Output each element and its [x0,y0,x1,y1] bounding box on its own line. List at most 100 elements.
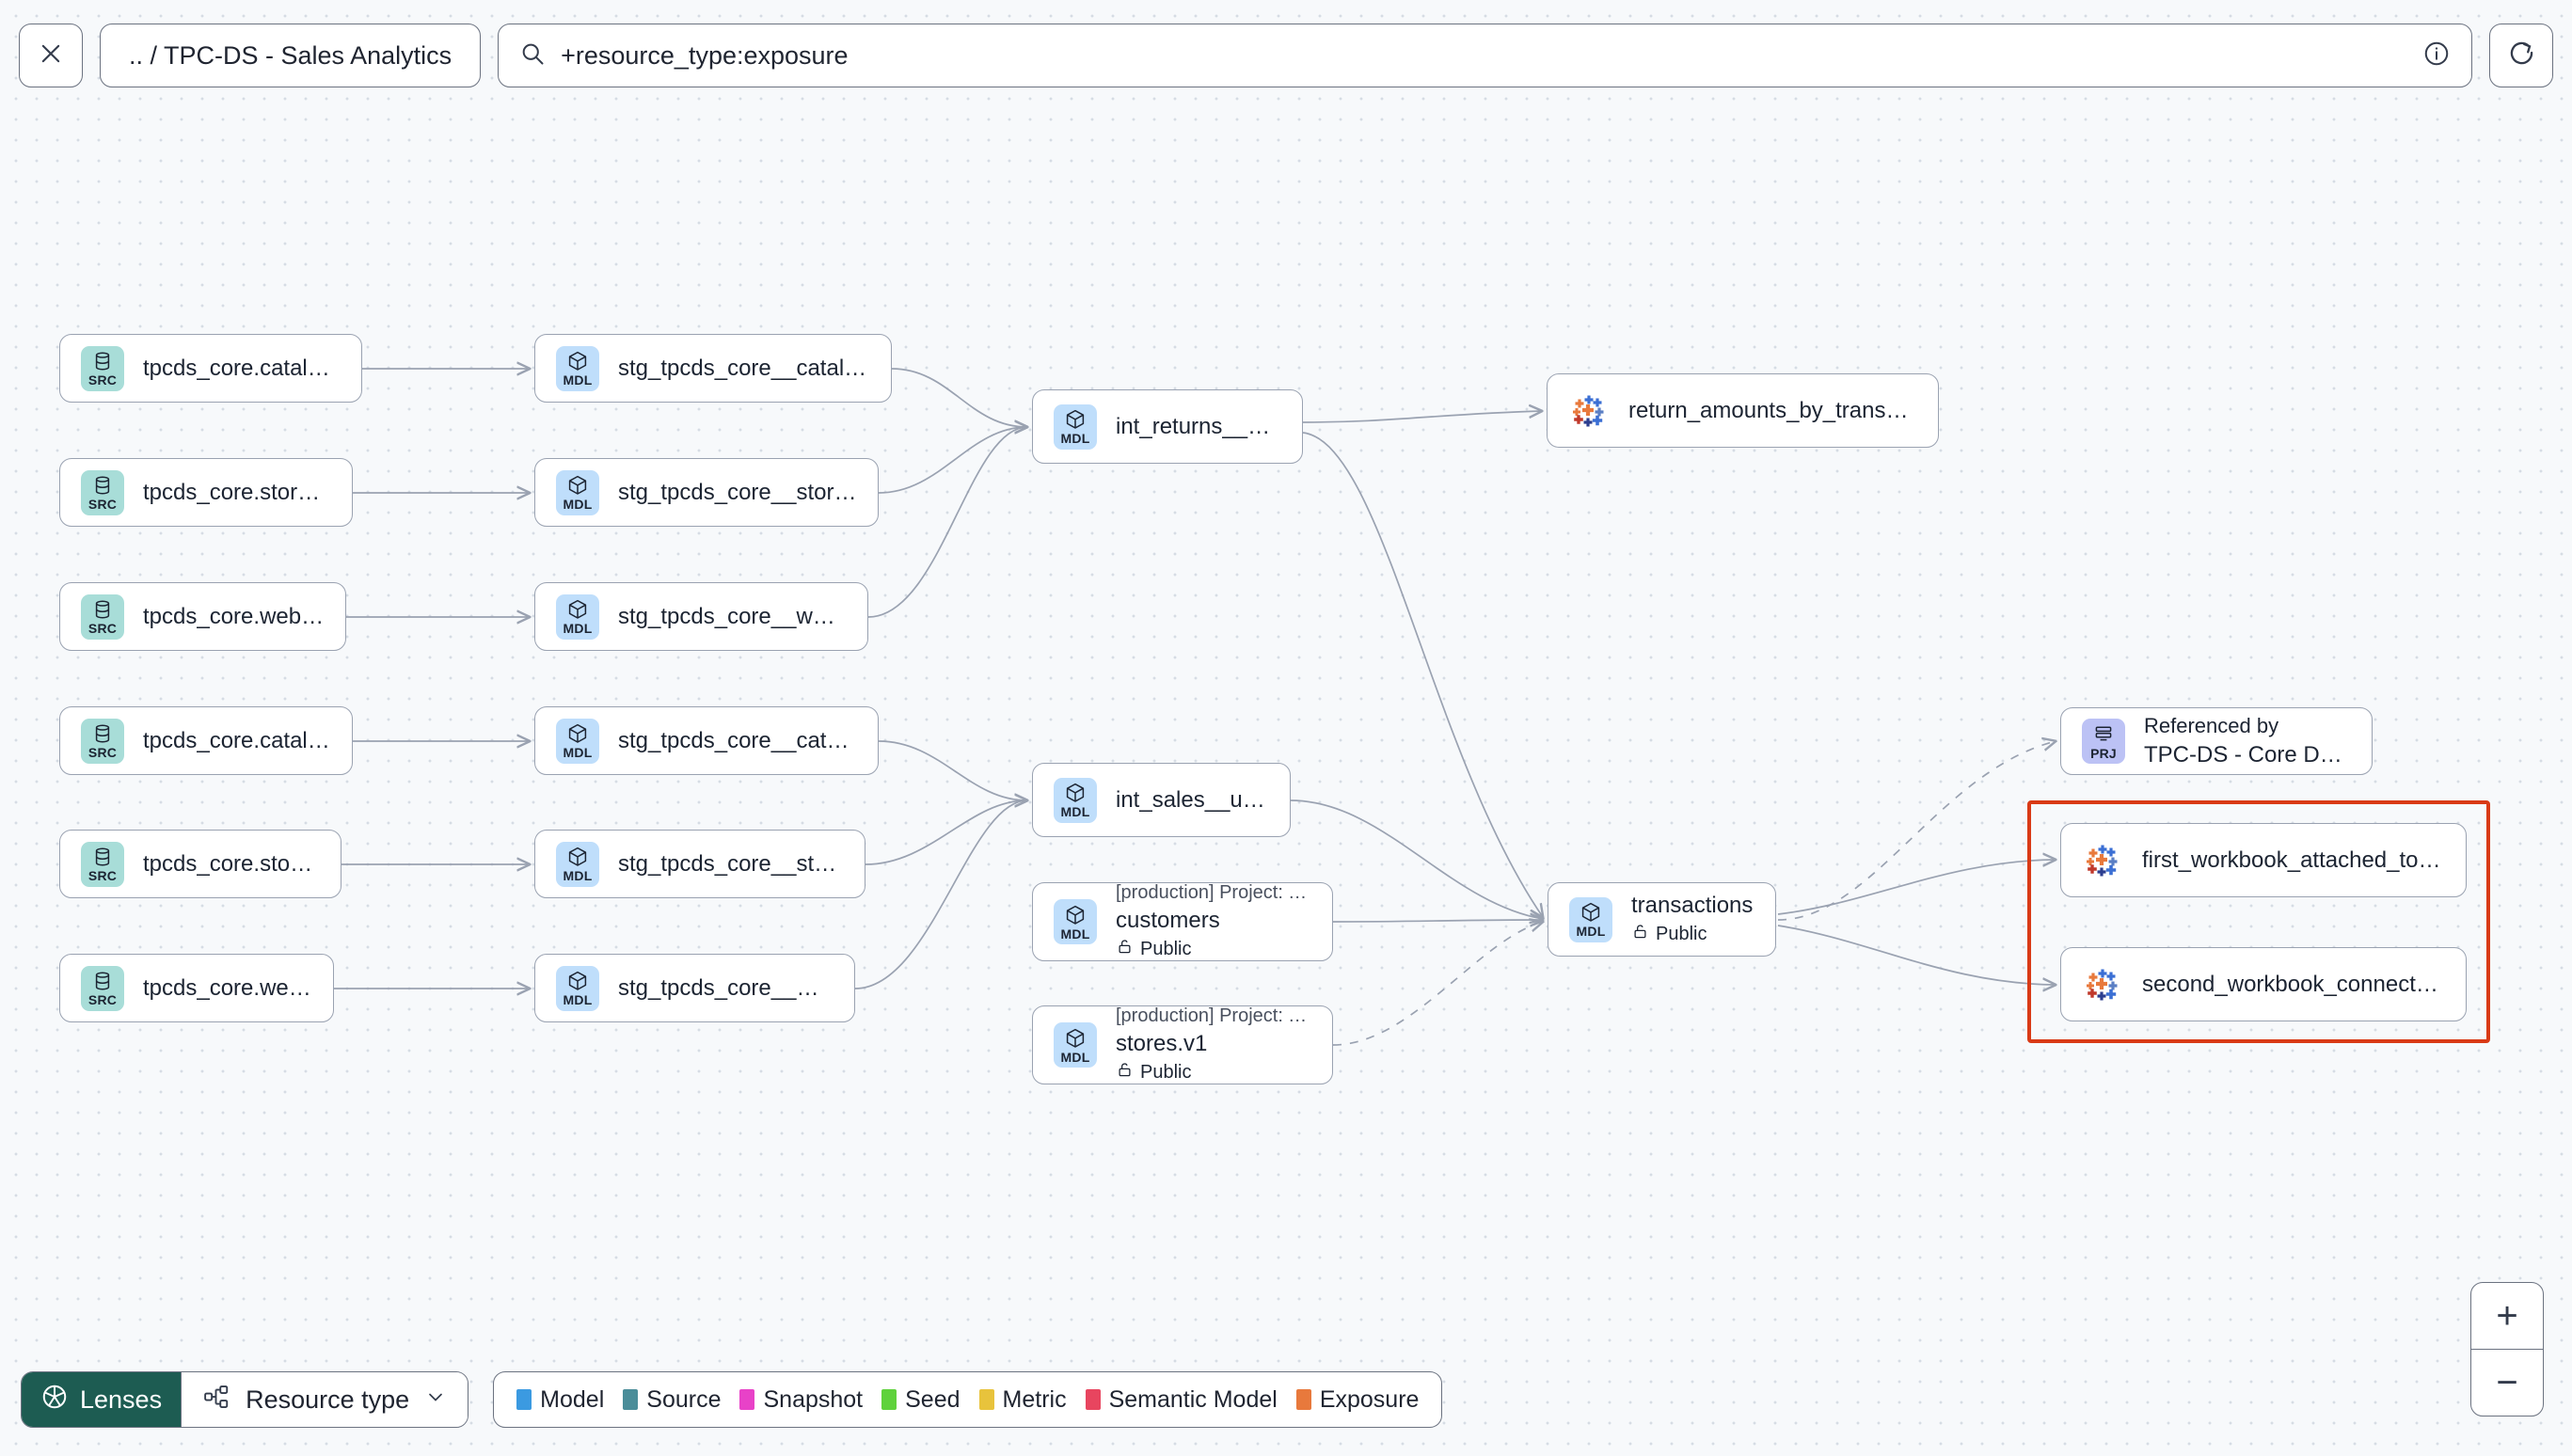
node-body: stg_tpcds_core__store_returns [618,480,857,506]
graph-node-src_catalog_returns[interactable]: SRC tpcds_core.catalog_returns [59,334,362,403]
graph-node-second_workbook[interactable]: second_workbook_connected_to_live… [2060,947,2467,1021]
node-visibility: Public [1116,938,1311,961]
legend-label: Exposure [1319,1385,1420,1413]
top-toolbar: .. / TPC-DS - Sales Analytics [0,0,2572,111]
node-title: tpcds_core.web_sales [143,974,312,1001]
node-visibility: Public [1631,923,1753,946]
legend-label: Semantic Model [1108,1385,1278,1413]
close-button[interactable] [19,24,83,87]
legend-swatch [978,1389,994,1410]
node-body: second_workbook_connected_to_live… [2142,972,2445,998]
legend-swatch [623,1389,639,1410]
node-title: int_returns__unioned [1116,413,1281,439]
node-body: stg_tpcds_core__store_sales [618,851,844,878]
legend-label: Model [540,1385,605,1413]
graph-node-stg_store_sales[interactable]: MDL stg_tpcds_core__store_sales [534,830,865,898]
node-title: tpcds_core.catalog_sales [143,727,331,753]
node-body: tpcds_core.web_sales [143,975,312,1002]
search-input[interactable] [561,40,2407,71]
resource-type-dropdown[interactable]: Resource type [181,1372,468,1427]
cube-icon: MDL [1054,1022,1097,1068]
graph-node-stores_v1[interactable]: MDL[production] Project: TPC-DS - Core D… [1032,1005,1333,1084]
node-body: tpcds_core.store_returns [143,480,331,506]
node-title: transactions [1631,893,1754,918]
legend-item-exposure[interactable]: Exposure [1295,1385,1420,1414]
search-bar[interactable] [498,24,2472,87]
zoom-out-button[interactable]: − [2496,1361,2518,1403]
aperture-icon [40,1383,69,1417]
node-title: tpcds_core.catalog_returns [143,355,341,381]
cube-icon: MDL [1569,896,1612,942]
legend-label: Snapshot [763,1385,864,1413]
legend-swatch [1085,1389,1101,1410]
breadcrumb-label: .. / TPC-DS - Sales Analytics [129,40,452,70]
node-body: tpcds_core.catalog_sales [143,728,331,754]
legend-label: Source [646,1385,722,1413]
zoom-controls[interactable]: + − [2470,1282,2544,1416]
database-icon: SRC [81,345,124,391]
graph-node-src_store_sales[interactable]: SRC tpcds_core.store_sales [59,830,341,898]
graph-node-return_amounts[interactable]: return_amounts_by_transaction_type [1547,373,1939,448]
graph-node-stg_web_sales[interactable]: MDL stg_tpcds_core__web_sales [534,954,855,1022]
node-body: tpcds_core.catalog_returns [143,356,341,382]
database-icon: SRC [81,965,124,1011]
node-visibility-label: Public [1656,924,1707,944]
node-title: stg_tpcds_core__web_returns [618,603,847,629]
lenses-button[interactable]: Lenses [22,1372,182,1427]
zoom-in-button[interactable]: + [2496,1294,2518,1337]
node-title: tpcds_core.store_sales [143,850,320,877]
database-icon: SRC [81,841,124,887]
legend-item-seed[interactable]: Seed [881,1385,961,1414]
legend-label: Metric [1002,1385,1067,1413]
legend-swatch [1295,1389,1311,1410]
legend-item-source[interactable]: Source [623,1386,721,1414]
graph-node-first_workbook[interactable]: first_workbook_attached_to_tpc-ds_-_… [2060,823,2467,897]
cube-icon: MDL [556,965,599,1011]
node-visibility-label: Public [1140,939,1192,959]
legend-item-semantic-model[interactable]: Semantic Model [1085,1385,1278,1414]
legend-item-metric[interactable]: Metric [978,1385,1067,1414]
legend-item-snapshot[interactable]: Snapshot [739,1386,863,1414]
node-title: stg_tpcds_core__web_sales [618,974,834,1001]
cube-icon: MDL [556,841,599,887]
node-title: second_workbook_connected_to_live… [2142,971,2445,997]
database-icon: SRC [81,469,124,515]
node-visibility-label: Public [1140,1062,1192,1083]
graph-node-src_catalog_sales[interactable]: SRC tpcds_core.catalog_sales [59,706,353,775]
lens-group: Lenses Resource type [21,1371,469,1428]
bottom-toolbar: Lenses Resource type [21,1371,1443,1428]
exposure-tableau-icon [2082,964,2123,1005]
graph-node-src_web_sales[interactable]: SRC tpcds_core.web_sales [59,954,334,1022]
node-body: int_sales__unioned [1116,787,1269,814]
refresh-button[interactable] [2489,24,2553,87]
resource-type-legend: Model Source Snapshot Seed Metric Semantic Mo… [493,1371,1443,1428]
info-icon[interactable] [2422,40,2451,72]
legend-item-model[interactable]: Model [516,1386,604,1414]
node-title: int_sales__unioned [1116,786,1269,813]
exposure-tableau-icon [1568,390,1610,432]
node-body: int_returns__unioned [1116,414,1281,440]
unlock-icon [1631,923,1649,946]
node-body: stg_tpcds_core__catalog_sales [618,728,857,754]
node-body: stg_tpcds_core__catalog_returns [618,356,870,382]
graph-node-customers[interactable]: MDL[production] Project: TPC-DS - Core D… [1032,882,1333,961]
legend-swatch [516,1389,532,1410]
node-body: tpcds_core.web_returns [143,604,325,630]
node-body: return_amounts_by_transaction_type [1628,398,1917,424]
breadcrumb[interactable]: .. / TPC-DS - Sales Analytics [100,24,482,87]
database-icon: SRC [81,718,124,764]
search-icon [519,40,546,71]
graph-node-src_store_returns[interactable]: SRC tpcds_core.store_returns [59,458,353,527]
legend-label: Seed [905,1385,961,1413]
node-title: TPC-DS - Core Data Models [2144,742,2351,768]
